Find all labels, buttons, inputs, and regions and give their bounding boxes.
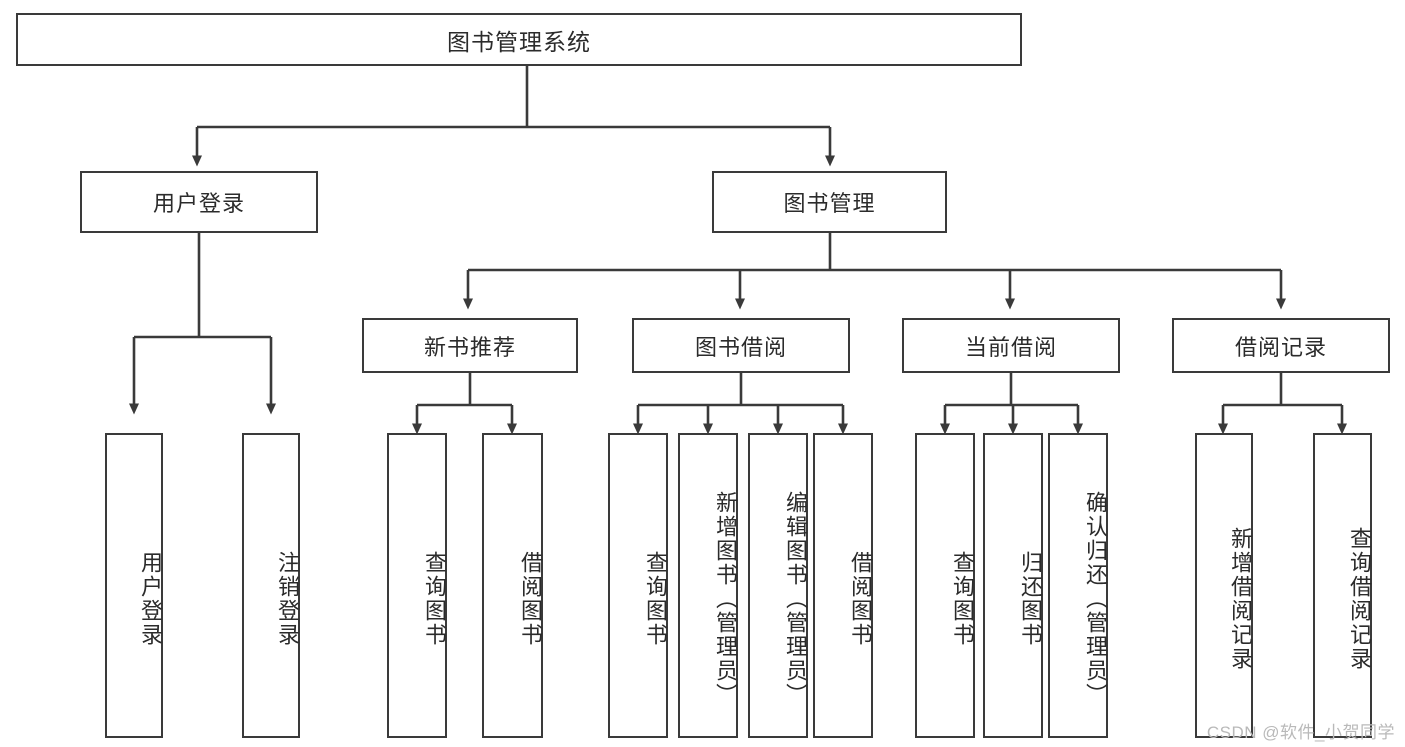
node-label: 用户登录 [138,550,163,647]
node-user-login[interactable]: 用户登录 [80,171,318,233]
leaf-recommend-borrow-book[interactable]: 借阅图书 [482,433,543,738]
leaf-user-login-do[interactable]: 用户登录 [105,433,163,738]
node-label: 图书借阅 [694,334,787,360]
leaf-borrow-edit-book-admin[interactable]: 编辑图书（管理员） [748,433,808,738]
node-label: 当前借阅 [964,334,1057,360]
leaf-current-return-book[interactable]: 归还图书 [983,433,1043,738]
node-label: 用户登录 [152,191,245,216]
leaf-recommend-query-book[interactable]: 查询图书 [387,433,447,738]
node-label: 借阅图书 [848,550,873,647]
node-label: 确认归还（管理员） [1083,490,1108,707]
node-label: 新增图书（管理员） [713,490,738,707]
node-label: 新书推荐 [423,334,516,360]
leaf-borrow-borrow-book[interactable]: 借阅图书 [813,433,873,738]
node-book-borrow[interactable]: 图书借阅 [632,318,850,373]
node-current-borrow[interactable]: 当前借阅 [902,318,1120,373]
node-label: 编辑图书（管理员） [783,490,808,707]
node-new-book-recommend[interactable]: 新书推荐 [362,318,578,373]
node-label: 查询图书 [422,550,447,647]
leaf-current-query-book[interactable]: 查询图书 [915,433,975,738]
leaf-user-logout[interactable]: 注销登录 [242,433,300,738]
watermark-text: CSDN @软件_小贺同学 [1206,723,1395,742]
node-root-system[interactable]: 图书管理系统 [16,13,1022,66]
leaf-record-query-record[interactable]: 查询借阅记录 [1313,433,1372,738]
node-label: 图书管理 [783,191,876,216]
leaf-current-confirm-return-admin[interactable]: 确认归还（管理员） [1048,433,1108,738]
node-label: 注销登录 [275,550,300,647]
node-book-management[interactable]: 图书管理 [712,171,947,233]
leaf-record-add-record[interactable]: 新增借阅记录 [1195,433,1253,738]
node-label: 图书管理系统 [447,28,591,55]
leaf-borrow-query-book[interactable]: 查询图书 [608,433,668,738]
node-label: 新增借阅记录 [1228,526,1253,671]
leaf-borrow-add-book-admin[interactable]: 新增图书（管理员） [678,433,738,738]
node-label: 查询图书 [950,550,975,647]
node-label: 查询图书 [643,550,668,647]
node-borrow-record[interactable]: 借阅记录 [1172,318,1390,373]
node-label: 归还图书 [1018,550,1043,647]
node-label: 借阅图书 [518,550,543,647]
node-label: 查询借阅记录 [1347,526,1372,671]
node-label: 借阅记录 [1234,334,1327,360]
